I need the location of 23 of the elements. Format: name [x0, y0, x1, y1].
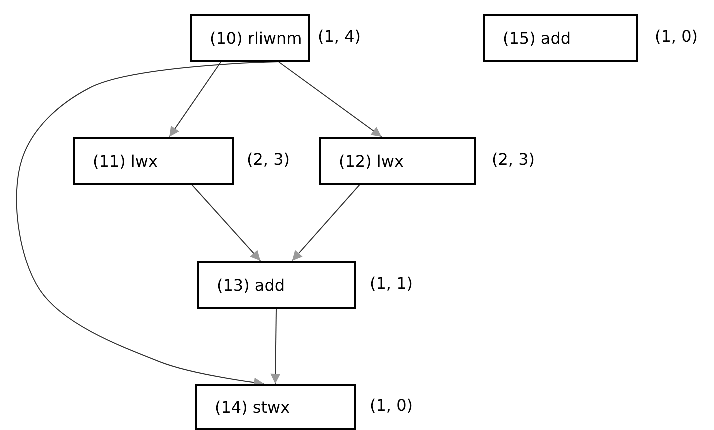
node-label: (10) rliwnm	[210, 28, 302, 48]
process-box	[483, 14, 638, 62]
node-label: (12) lwx	[339, 152, 404, 170]
process-box	[190, 14, 310, 62]
node-annotation: (1, 0)	[370, 396, 414, 415]
node-label: (15) add	[503, 28, 572, 48]
process-box	[197, 261, 356, 309]
arrow	[292, 184, 360, 262]
arrow	[278, 62, 382, 138]
arrow	[169, 62, 222, 138]
node-label: (13) add	[217, 276, 286, 294]
process-box	[319, 137, 476, 185]
node-annotation: (2, 3)	[492, 150, 536, 169]
arrow	[192, 184, 262, 262]
arrow	[270, 308, 281, 384]
node-annotation: (1, 0)	[655, 27, 698, 46]
process-box	[195, 384, 356, 430]
node-annotation: (2, 3)	[247, 150, 290, 169]
process-box	[73, 137, 234, 185]
node-label: (11) lwx	[93, 152, 158, 170]
node-annotation: (1, 4)	[318, 27, 362, 46]
node-label: (14) stwx	[215, 398, 290, 416]
node-annotation: (1, 1)	[370, 274, 414, 293]
